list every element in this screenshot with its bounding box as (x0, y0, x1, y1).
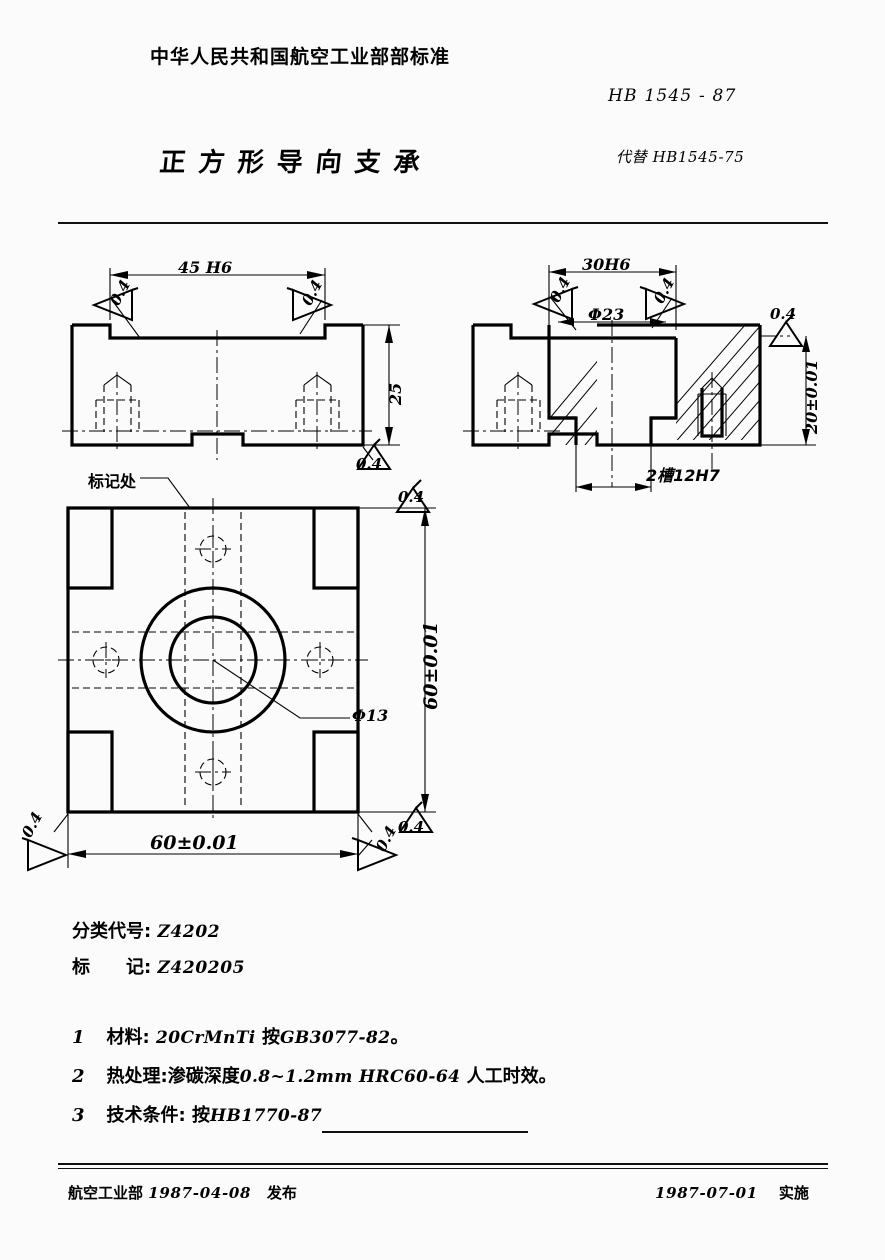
footer-effective-block: 1987-07-01 实施 (655, 1182, 809, 1203)
slot-callout: 2槽12H7 (646, 466, 720, 485)
note-underline (322, 1131, 528, 1133)
surface-finish-icon (398, 801, 434, 834)
note-1-end: 。 (538, 1066, 557, 1087)
mark-label: 标 记 (72, 957, 144, 978)
mark-separator: : (144, 957, 152, 978)
footer-issue-word: 发布 (266, 1184, 297, 1202)
section-finish-topright-value: 0.4 (770, 305, 797, 323)
standard-number: HB 1545 - 87 (608, 86, 737, 106)
surface-finish-icon (356, 438, 392, 471)
plan-finish-rightlower-value: 0.4 (398, 818, 425, 836)
surface-finish-icon (21, 837, 69, 872)
footer-issuer: 航空工业部 (68, 1184, 144, 1202)
note-1-cn-c: 人工时效 (466, 1066, 539, 1087)
ministry-title: 中华人民共和国航空工业部部标准 (150, 46, 451, 68)
classification-separator: : (144, 921, 152, 942)
footer-issue-date: 1987-04-08 (148, 1184, 252, 1202)
front-finish-bottom-value: 0.4 (356, 455, 383, 473)
note-item: 2 热处理:渗碳深度0.8~1.2mm HRC60-64 人工时效。 (72, 1062, 557, 1088)
mark-value: Z420205 (157, 958, 246, 978)
surface-finish-icon (768, 313, 804, 348)
note-0-sep: : (142, 1027, 150, 1048)
plan-leader-label: 标记处 (88, 472, 137, 491)
note-number: 1 (72, 1027, 85, 1048)
note-2-cn-b: 按 (192, 1105, 211, 1126)
footer-divider-thin (58, 1168, 828, 1169)
surface-finish-icon (351, 837, 399, 872)
plan-width-dim: 60±0.01 (150, 832, 239, 854)
surface-finish-icon (395, 479, 431, 514)
note-0-en-b: GB3077-82 (279, 1028, 391, 1048)
note-2-en-a: HB1770-87 (210, 1106, 323, 1126)
note-2-cn-a: 技术条件 (106, 1105, 179, 1126)
note-1-cn-a: 热处理 (106, 1066, 161, 1087)
note-number: 3 (72, 1105, 85, 1126)
plan-finish-topright-value: 0.4 (398, 488, 425, 506)
note-item: 3 技术条件: 按HB1770-87 (72, 1101, 322, 1127)
note-0-end: 。 (390, 1027, 409, 1048)
note-1-en-a: 0.8~1.2mm HRC60-64 (239, 1067, 461, 1087)
surface-finish-icon (639, 286, 687, 321)
classification-code-row: 分类代号: Z4202 (72, 917, 220, 943)
classification-label: 分类代号 (72, 921, 144, 942)
note-0-en-a: 20CrMnTi (156, 1028, 256, 1048)
replaces-label: 代替 HB1545-75 (616, 148, 745, 166)
note-2-sep: : (178, 1105, 186, 1126)
note-0-cn-b: 按 (261, 1027, 280, 1048)
note-item: 1 材料: 20CrMnTi 按GB3077-82。 (72, 1023, 408, 1049)
footer-divider-thick (58, 1163, 828, 1165)
plan-height-dim: 60±0.01 (420, 621, 442, 710)
section-width-dim: 30H6 (582, 255, 631, 274)
note-1-cn-b: 渗碳深度 (167, 1066, 240, 1087)
mark-code-row: 标 记: Z420205 (72, 953, 245, 979)
header-divider (58, 222, 828, 224)
plan-hole-dim: Φ13 (352, 706, 389, 725)
note-0-cn-a: 材料 (106, 1027, 143, 1048)
surface-finish-icon (531, 286, 579, 321)
footer-effective-word: 实施 (778, 1184, 809, 1202)
note-number: 2 (72, 1066, 85, 1087)
section-bore-dim: Φ23 (588, 305, 625, 324)
surface-finish-icon (91, 287, 139, 322)
classification-value: Z4202 (157, 922, 221, 942)
front-width-dim: 45 H6 (178, 258, 233, 277)
footer-effective-date: 1987-07-01 (655, 1184, 758, 1202)
surface-finish-icon (286, 287, 334, 322)
note-1-sep: : (160, 1066, 168, 1087)
footer-issue-block: 航空工业部 1987-04-08 发布 (68, 1182, 297, 1203)
